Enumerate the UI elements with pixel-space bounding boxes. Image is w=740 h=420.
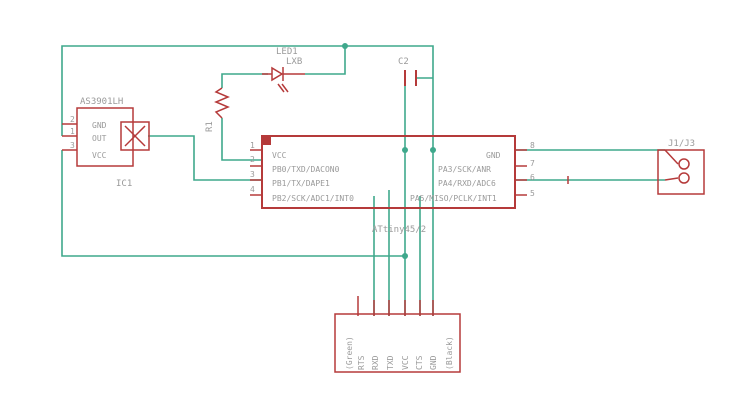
mcu-left-num-4: 4 xyxy=(250,185,255,194)
junction-top xyxy=(342,43,348,49)
wire-left-rail xyxy=(61,150,405,257)
header-pin-vcc: VCC xyxy=(401,355,410,370)
header-pin-gnd: GND xyxy=(429,355,438,370)
junctions xyxy=(342,43,436,259)
junction-vcc xyxy=(402,147,408,153)
c2-part[interactable]: C2 xyxy=(398,57,417,86)
header-body xyxy=(334,313,461,373)
wire-top-rail xyxy=(61,45,434,150)
mcu-part[interactable]: ATtiny45/2 VCC PB0/TXD/DACON0 PB1/TX/DAP… xyxy=(250,135,569,235)
junction-gnd xyxy=(430,147,436,153)
mcu-right-num-5: 5 xyxy=(530,189,535,198)
j1-body xyxy=(657,149,705,195)
mcu-left-pin-2: PB0/TXD/DACON0 xyxy=(272,165,340,174)
mcu-right-num-7: 7 xyxy=(530,159,535,168)
wire-resistor-mcu xyxy=(221,118,262,161)
wires xyxy=(61,45,665,316)
j1-contact-top xyxy=(678,158,690,170)
j1-contact-bottom xyxy=(678,172,690,184)
junction-left-rail xyxy=(402,253,408,259)
mcu-left-num-3: 3 xyxy=(250,170,255,179)
mcu-right-num-8: 8 xyxy=(530,141,535,150)
led1-value: LXB xyxy=(286,57,302,67)
header-pin-black: (Black) xyxy=(445,336,454,370)
mcu-right-pin-8: GND xyxy=(486,151,501,160)
led1-ref: LED1 xyxy=(276,47,298,57)
header-pin-green: (Green) xyxy=(345,336,354,370)
r1-ref: R1 xyxy=(205,121,215,132)
mcu-right-num-6: 6 xyxy=(530,173,535,182)
mcu-left-pin-1: VCC xyxy=(272,151,287,160)
ic1-pin-gnd: GND xyxy=(92,121,107,130)
mcu-right-pin-6: PA4/RXD/ADC6 xyxy=(438,179,496,188)
ic1-pin-num-3: 3 xyxy=(70,141,75,150)
ic1-sensor-box xyxy=(120,121,150,151)
wire-sensor-out xyxy=(148,135,262,181)
j1-ref: J1/J3 xyxy=(668,139,695,149)
ic1-ref: IC1 xyxy=(116,179,132,189)
wire-led-anode xyxy=(305,46,346,75)
ic1-pin-num-1: 2 xyxy=(70,115,75,124)
r1-zigzag xyxy=(214,87,230,119)
header-part[interactable]: (Green) RTS RXD TXD VCC CTS GND (Black) xyxy=(334,296,461,373)
header-pin-rts: RTS xyxy=(357,355,366,370)
ic1-name: AS3901LH xyxy=(80,97,123,107)
ic1-pin-out: OUT xyxy=(92,134,107,143)
header-pin-cts: CTS xyxy=(415,355,424,370)
header-pin-txd: TXD xyxy=(386,355,395,370)
wire-led-resistor xyxy=(221,73,268,88)
led1-symbol xyxy=(271,66,284,82)
ic1-pin-num-2: 1 xyxy=(70,127,75,136)
led1-part[interactable]: LED1 LXB xyxy=(262,47,305,93)
ic1-pin-vcc: VCC xyxy=(92,151,107,160)
r1-part[interactable]: R1 xyxy=(205,87,230,132)
mcu-body xyxy=(261,135,516,209)
header-pin-rxd: RXD xyxy=(371,355,380,370)
mcu-value: ATtiny45/2 xyxy=(372,225,426,235)
mcu-pin1-marker xyxy=(262,136,271,145)
c2-ref: C2 xyxy=(398,57,409,67)
mcu-left-pin-3: PB1/TX/DAPE1 xyxy=(272,179,330,188)
mcu-left-num-1: 1 xyxy=(250,141,255,150)
mcu-left-pin-4: PB2/SCK/ADC1/INT0 xyxy=(272,194,354,203)
mcu-right-pin-5: PA5/MISO/PCLK/INT1 xyxy=(410,194,497,203)
mcu-left-num-2: 2 xyxy=(250,155,255,164)
mcu-right-pin-7: PA3/SCK/ANR xyxy=(438,165,491,174)
j1-part[interactable]: J1/J3 xyxy=(657,139,705,195)
ic1-part[interactable]: AS3901LH IC1 GND OUT VCC 2 1 3 xyxy=(62,97,150,189)
